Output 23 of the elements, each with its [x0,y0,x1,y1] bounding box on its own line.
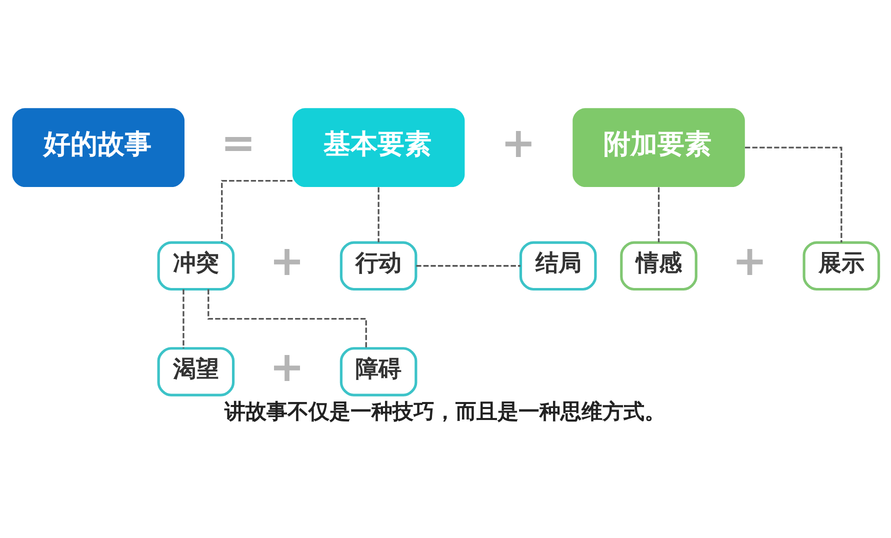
connector [221,180,292,242]
node-box: 展示 [802,241,880,291]
node-box: 附加要素 [572,108,745,188]
label: = [220,118,256,167]
caption: 讲故事不仅是一种技巧，而且是一种思维方式。 [224,399,666,424]
label: + [270,236,304,286]
node-box: 好的故事 [12,108,184,188]
node-box: 冲突 [157,241,235,291]
connector [416,265,520,267]
connector [208,289,367,348]
connector [378,187,380,242]
label: + [501,118,536,167]
node-box: 基本要素 [292,108,465,188]
node-box: 情感 [620,241,698,291]
label: + [270,342,304,392]
label: + [732,236,768,286]
connector [745,146,842,243]
node-box: 障碍 [340,347,418,396]
node-box: 结局 [519,241,597,291]
node-box: 渴望 [157,347,235,396]
node-box: 行动 [340,241,418,291]
connector [182,289,184,348]
connector [658,187,660,242]
